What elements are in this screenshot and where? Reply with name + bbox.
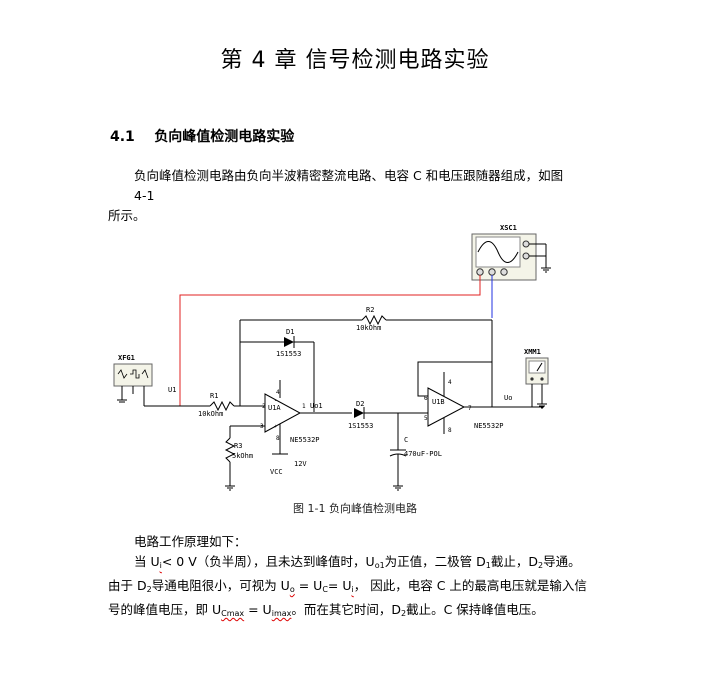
r2-value: 10kOhm bbox=[356, 324, 381, 332]
u1b-pin8: 8 bbox=[448, 427, 452, 434]
u1b-pin7: 7 bbox=[468, 405, 472, 412]
d1-value: 1S1553 bbox=[276, 350, 301, 358]
p3-b: = U bbox=[244, 602, 272, 617]
p2-c: = U bbox=[294, 578, 323, 593]
p3-d: 截止。C 保持峰值电压。 bbox=[406, 602, 544, 617]
u1a-label: U1A bbox=[268, 404, 281, 412]
p1-a: 当 U bbox=[134, 554, 160, 569]
p1-sub1: i bbox=[159, 561, 162, 570]
p3-sub1: Cmax bbox=[221, 609, 245, 618]
d2-label: D2 bbox=[356, 400, 364, 408]
u1a-part: NE5532P bbox=[290, 436, 320, 444]
p1-sub2: o1 bbox=[374, 561, 385, 570]
resistor-r3: R3 5kOhm bbox=[224, 426, 253, 491]
p2-sub4: i bbox=[351, 585, 354, 594]
u1b-pin4: 4 bbox=[448, 379, 452, 386]
p2-a: 由于 D bbox=[108, 578, 147, 593]
p3-a: 号的峰值电压，即 U bbox=[108, 602, 222, 617]
intro-line-1: 负向峰值检测电路由负向半波精密整流电路、电容 C 和电压跟随器组成，如图 4-1 bbox=[134, 168, 564, 203]
u1b-part: NE5532P bbox=[474, 422, 504, 430]
figure-caption: 图 1-1 负向峰值检测电路 bbox=[293, 502, 417, 515]
xmm1-label: XMM1 bbox=[524, 348, 541, 356]
p1-e: 导通。 bbox=[543, 554, 581, 569]
resistor-r1: R1 10kOhm bbox=[198, 392, 235, 418]
u1-label: U1 bbox=[168, 386, 176, 394]
resistor-r2: R2 10kOhm bbox=[356, 306, 387, 332]
diode-d1: D1 1S1553 bbox=[276, 328, 301, 358]
section-number: 4.1 bbox=[110, 129, 135, 145]
u1b-pin5: 5 bbox=[424, 415, 428, 422]
u1a-pin8: 8 bbox=[276, 435, 280, 442]
oscilloscope-xsc1: XSC1 bbox=[471, 224, 551, 281]
u1a-pin2: 2 bbox=[262, 403, 266, 410]
p2-sub3: C bbox=[322, 585, 328, 594]
p1-sub3: 1 bbox=[485, 561, 491, 570]
circuit-diagram: XSC1 XFG1 U1 R1 10kOh bbox=[113, 224, 551, 491]
r3-label: R3 bbox=[234, 442, 242, 450]
p2-b: 导通电阻很小，可视为 U bbox=[151, 578, 290, 593]
opamp-u1a: U1A 2 3 1 - + 4 8 NE5532P bbox=[260, 380, 320, 454]
r3-value: 5kOhm bbox=[232, 452, 253, 460]
p3-sub3: 2 bbox=[401, 609, 407, 618]
c-value: 470uF-POL bbox=[404, 450, 442, 458]
capacitor-c: C 470uF-POL bbox=[389, 413, 442, 491]
body-text: 电路工作原理如下： 当 Ui< 0 V（负半周），且未达到峰值时，Uo1为正值，… bbox=[108, 532, 588, 624]
vcc-label: VCC bbox=[270, 468, 283, 476]
function-generator-xfg1: XFG1 bbox=[113, 354, 153, 406]
multimeter-xmm1: XMM1 bbox=[524, 348, 549, 409]
u1a-pin4: 4 bbox=[276, 389, 280, 396]
p1-sub4: 2 bbox=[538, 561, 544, 570]
body-line-2: 由于 D2导通电阻很小，可视为 Uo = UC= Ui， 因此，电容 C 上的最… bbox=[108, 576, 588, 600]
diode-d2: D2 1S1553 bbox=[348, 400, 373, 430]
p2-e: ， 因此，电容 C 上的最高电压就是输入信 bbox=[353, 578, 587, 593]
r2-label: R2 bbox=[366, 306, 374, 314]
probe-wire-a bbox=[179, 275, 481, 406]
opamp-u1b: U1B 6 5 7 4 8 NE5532P bbox=[424, 372, 504, 434]
uo-label: Uo bbox=[504, 394, 512, 402]
p3-c: 。而在其它时间，D bbox=[291, 602, 402, 617]
section-title: 负向峰值检测电路实验 bbox=[154, 129, 295, 145]
p1-d: 截止，D bbox=[490, 554, 539, 569]
intro-paragraph: 负向峰值检测电路由负向半波精密整流电路、电容 C 和电压跟随器组成，如图 4-1… bbox=[108, 166, 568, 226]
v12-label: 12V bbox=[294, 460, 307, 468]
uo1-label: Uo1 bbox=[310, 402, 323, 410]
r1-value: 10kOhm bbox=[198, 410, 223, 418]
d2-value: 1S1553 bbox=[348, 422, 373, 430]
intro-line-2: 所示。 bbox=[108, 208, 146, 223]
chapter-title: 第 4 章 信号检测电路实验 bbox=[220, 48, 490, 73]
p1-c: 为正值，二极管 D bbox=[384, 554, 486, 569]
u1b-label: U1B bbox=[432, 398, 445, 406]
p2-sub2: o bbox=[289, 585, 295, 594]
p2-sub1: 2 bbox=[146, 585, 152, 594]
xsc1-label: XSC1 bbox=[500, 224, 517, 232]
r1-label: R1 bbox=[210, 392, 218, 400]
u1a-pin1: 1 bbox=[302, 403, 306, 410]
d1-label: D1 bbox=[286, 328, 294, 336]
body-intro-label: 电路工作原理如下： bbox=[134, 534, 247, 549]
p2-d: = U bbox=[327, 578, 352, 593]
xfg1-label: XFG1 bbox=[118, 354, 135, 362]
p3-sub2: imax bbox=[271, 609, 292, 618]
p1-b: < 0 V（负半周），且未达到峰值时，U bbox=[161, 554, 375, 569]
c-label: C bbox=[404, 436, 408, 444]
body-line-3: 号的峰值电压，即 UCmax = Uimax。而在其它时间，D2截止。C 保持峰… bbox=[108, 600, 588, 624]
u1b-pin6: 6 bbox=[424, 395, 428, 402]
body-line-1: 当 Ui< 0 V（负半周），且未达到峰值时，Uo1为正值，二极管 D1截止，D… bbox=[108, 552, 588, 576]
svg-text:-: - bbox=[274, 398, 277, 404]
svg-text:+: + bbox=[274, 424, 277, 430]
section-heading: 4.1 负向峰值检测电路实验 bbox=[110, 126, 294, 146]
